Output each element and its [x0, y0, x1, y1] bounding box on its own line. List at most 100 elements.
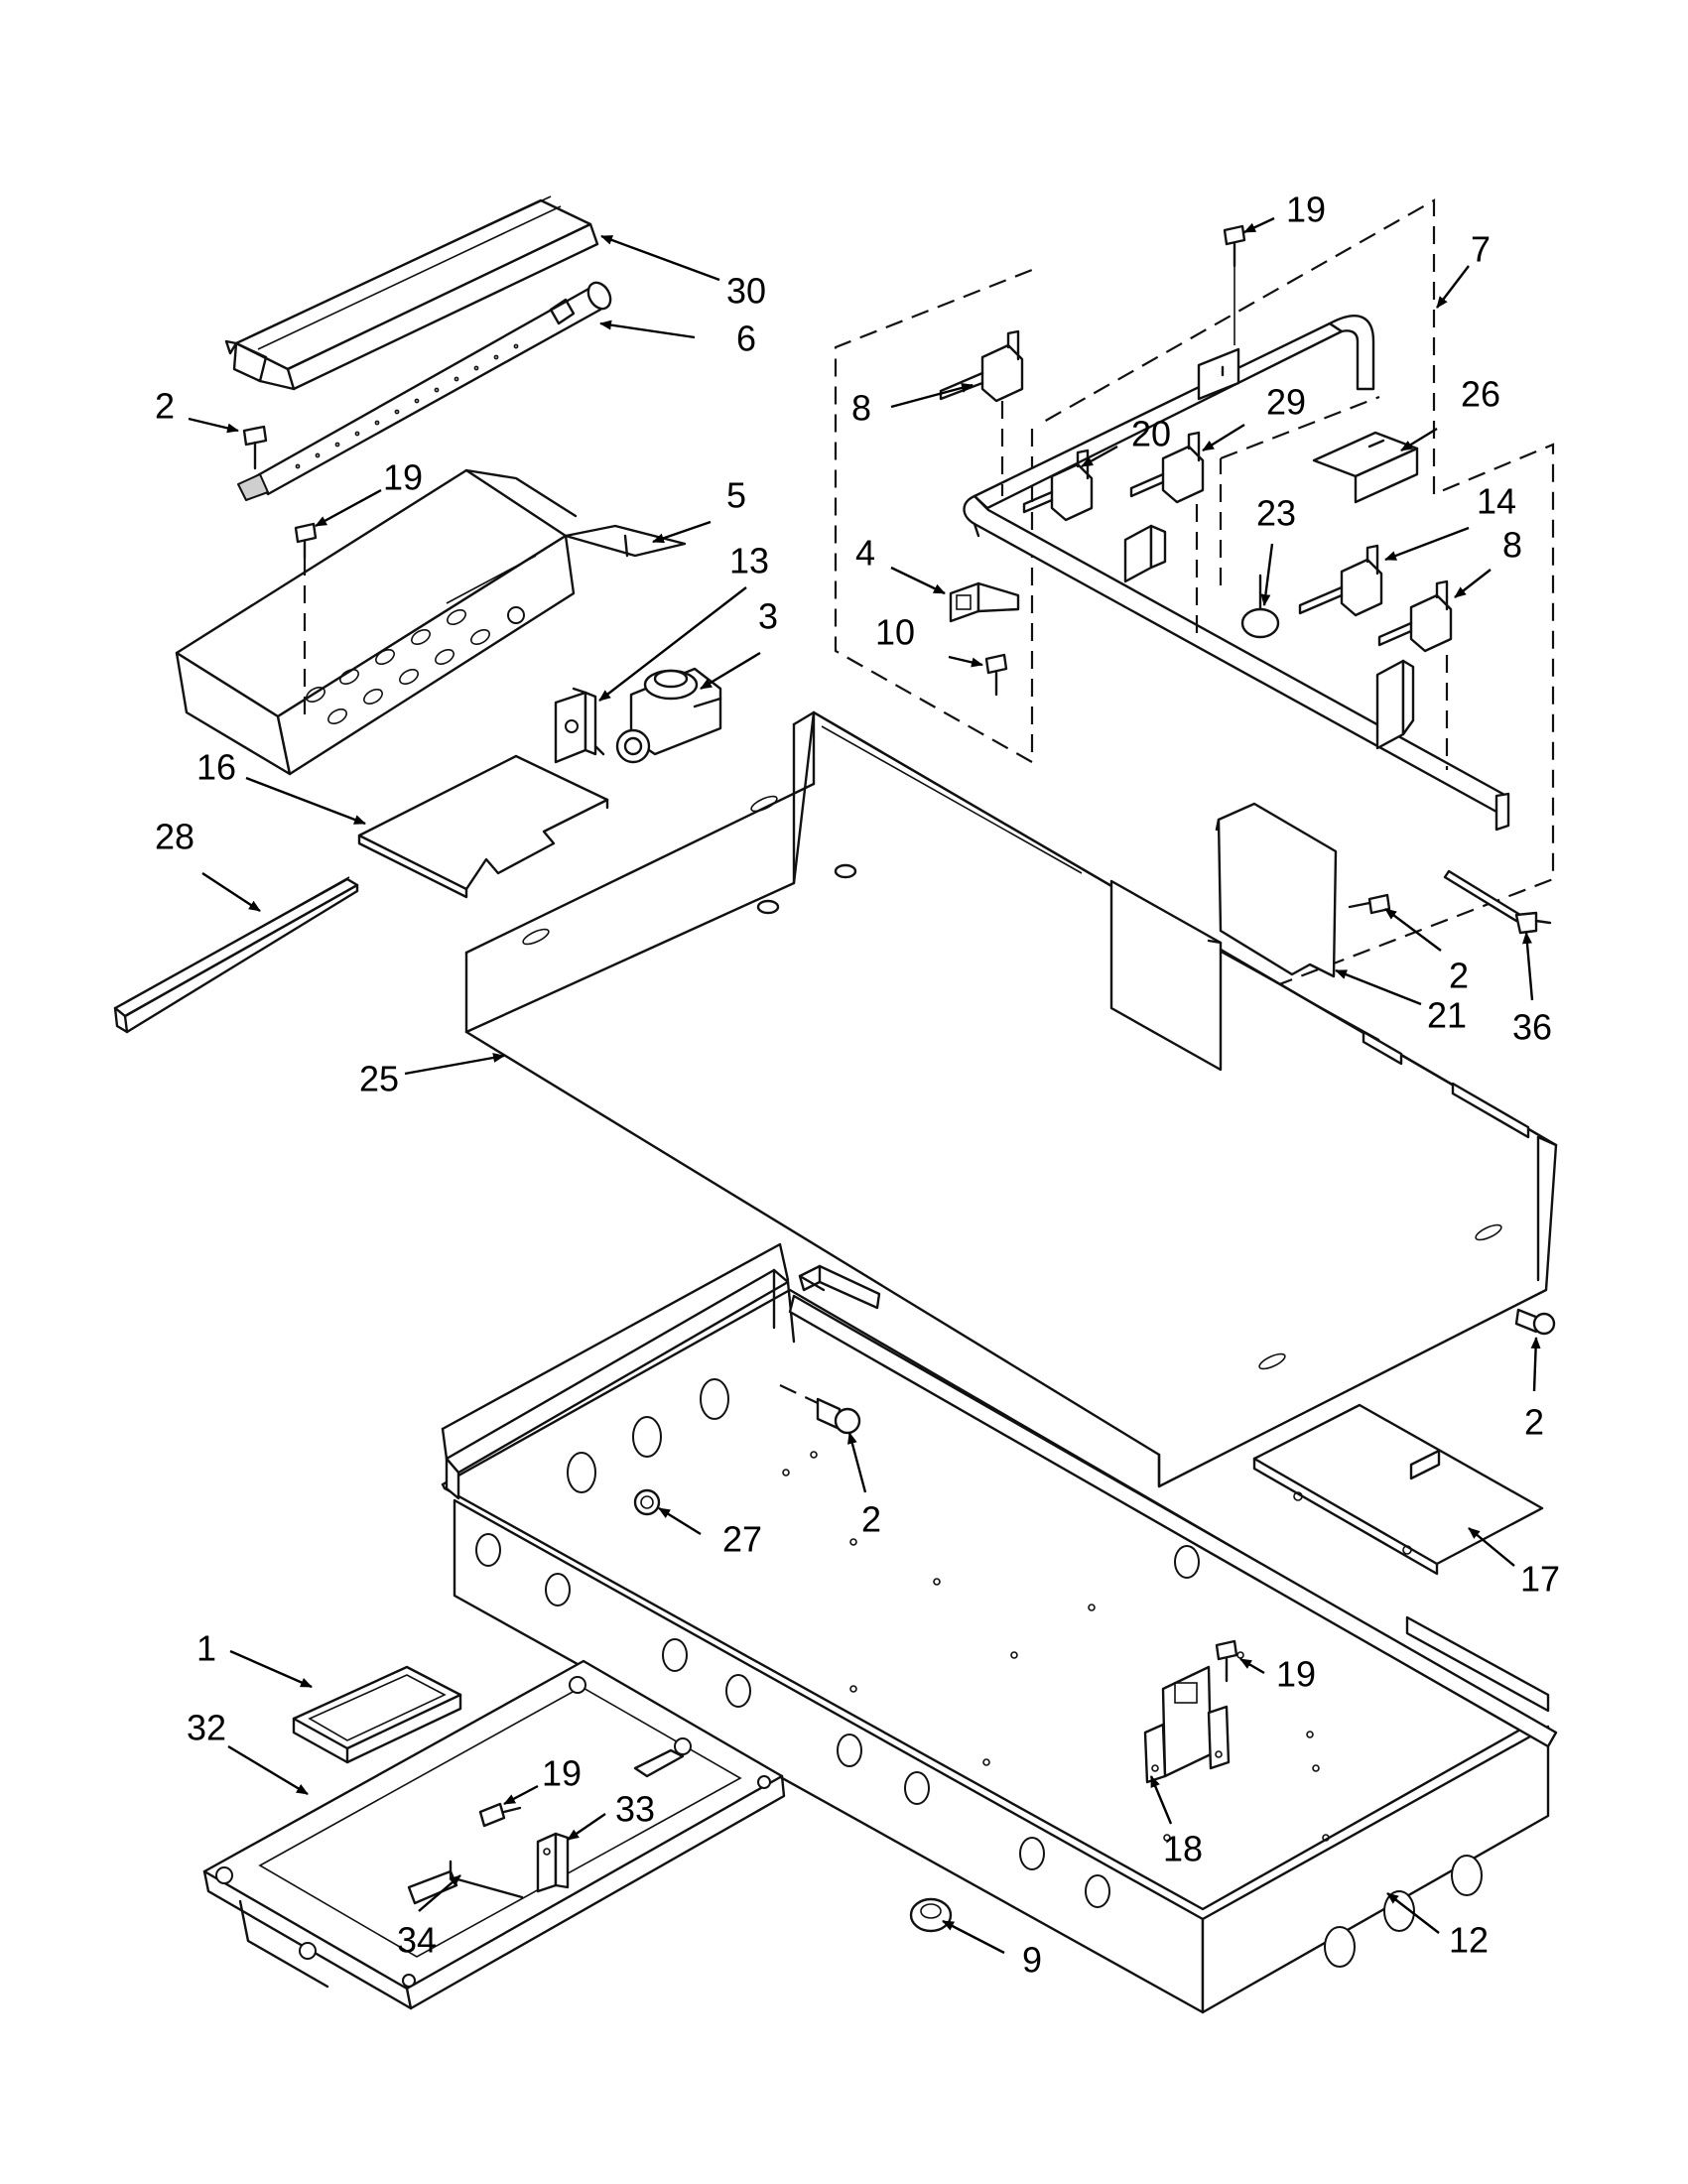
callout-3: 3 — [758, 596, 778, 637]
part-gas-valve — [939, 329, 1024, 496]
leader-29 — [1202, 423, 1245, 452]
callout-36: 36 — [1512, 1007, 1552, 1048]
part-grommet — [633, 1488, 661, 1516]
callout-7: 7 — [1471, 229, 1491, 270]
part-screw — [478, 1802, 522, 1828]
leader-10 — [948, 655, 983, 668]
callout-2: 2 — [155, 386, 175, 427]
callout-9: 9 — [1022, 1940, 1042, 1981]
callout-25: 25 — [359, 1059, 399, 1099]
part-base-pan — [441, 1242, 1558, 2014]
leader-5 — [652, 520, 712, 544]
part-foot — [909, 1897, 953, 1933]
leader-7 — [1436, 265, 1470, 309]
leader-6 — [599, 320, 696, 339]
leader-23 — [1260, 543, 1274, 606]
part-screw — [1348, 893, 1391, 915]
callout-8: 8 — [1502, 525, 1522, 566]
callout-16: 16 — [196, 747, 236, 788]
leader-1 — [229, 1649, 313, 1689]
callout-19: 19 — [1276, 1654, 1316, 1695]
part-bracket — [536, 1832, 570, 1893]
part-gas-valve — [1129, 431, 1205, 633]
callout-34: 34 — [397, 1920, 437, 1961]
leader-19a — [315, 488, 382, 528]
callout-19: 19 — [542, 1753, 582, 1794]
leader-8b — [1454, 569, 1492, 598]
part-heat-plate — [357, 754, 609, 899]
callout-30: 30 — [726, 271, 766, 312]
part-burner-box — [175, 468, 687, 776]
leader-20 — [1081, 445, 1118, 468]
callout-29: 29 — [1266, 382, 1306, 423]
part-cover-plate — [1215, 802, 1338, 978]
part-screw — [1215, 1639, 1238, 1683]
callout-arrows — [188, 216, 1541, 1955]
callout-labels: 30 6 2 19 5 13 3 16 28 19 7 8 29 20 26 2… — [155, 190, 1560, 1981]
leader-21 — [1335, 968, 1422, 1006]
part-screw — [779, 1384, 861, 1435]
leader-26 — [1400, 427, 1438, 452]
leader-17 — [1468, 1527, 1515, 1567]
callout-1: 1 — [196, 1628, 216, 1669]
leader-8a — [890, 383, 974, 409]
leader-13 — [598, 586, 747, 702]
part-trim-strip — [113, 876, 359, 1034]
leader-3 — [700, 651, 761, 691]
callout-28: 28 — [155, 817, 195, 857]
leader-12 — [1386, 1892, 1440, 1934]
part-bracket — [554, 687, 605, 764]
callout-8: 8 — [851, 388, 871, 429]
leader-2b — [1384, 908, 1442, 952]
callout-14: 14 — [1477, 481, 1516, 522]
leader-30 — [600, 234, 720, 282]
leader-18 — [1149, 1775, 1173, 1825]
part-screw — [1514, 1308, 1556, 1336]
callout-17: 17 — [1520, 1559, 1560, 1600]
part-valve-bracket — [1123, 524, 1415, 750]
callout-33: 33 — [615, 1789, 655, 1830]
callout-26: 26 — [1461, 374, 1500, 415]
part-washer — [1240, 574, 1280, 639]
part-cap — [292, 1665, 462, 1764]
part-bracket — [1143, 1665, 1231, 1784]
part-screw — [242, 425, 268, 470]
callout-13: 13 — [729, 541, 769, 581]
leader-2d — [847, 1432, 867, 1493]
callout-10: 10 — [875, 612, 915, 653]
leader-14 — [1384, 526, 1470, 562]
part-burner-shield — [224, 195, 599, 391]
leader-28 — [201, 871, 261, 913]
part-manifold-assembly — [834, 198, 1555, 1078]
callout-12: 12 — [1449, 1920, 1489, 1961]
leader-33 — [567, 1813, 606, 1841]
leader-9 — [942, 1919, 1005, 1955]
part-bracket — [949, 581, 1020, 623]
callout-6: 6 — [736, 319, 756, 359]
callout-2: 2 — [1449, 956, 1469, 996]
callout-19: 19 — [383, 457, 423, 498]
callout-27: 27 — [722, 1519, 762, 1560]
callout-23: 23 — [1256, 493, 1296, 534]
part-plate — [1252, 1403, 1544, 1576]
callout-4: 4 — [855, 533, 875, 574]
part-top-panel — [464, 710, 1558, 1488]
leader-19c — [503, 1784, 539, 1806]
leader-4 — [890, 566, 946, 595]
part-burner-tube — [237, 281, 612, 501]
callout-21: 21 — [1427, 995, 1467, 1036]
callout-2: 2 — [1524, 1402, 1544, 1443]
leader-19d — [1239, 1657, 1265, 1675]
part-tray — [202, 1659, 786, 2010]
callout-2: 2 — [861, 1499, 881, 1540]
leader-36 — [1521, 932, 1534, 1001]
part-cable-tie — [1443, 869, 1552, 935]
callout-20: 20 — [1131, 414, 1171, 454]
part-screw — [294, 522, 318, 722]
leader-32 — [227, 1744, 309, 1796]
part-screw — [1223, 224, 1246, 345]
leader-25 — [404, 1053, 505, 1076]
leader-2a — [188, 417, 239, 434]
callout-19: 19 — [1286, 190, 1326, 230]
